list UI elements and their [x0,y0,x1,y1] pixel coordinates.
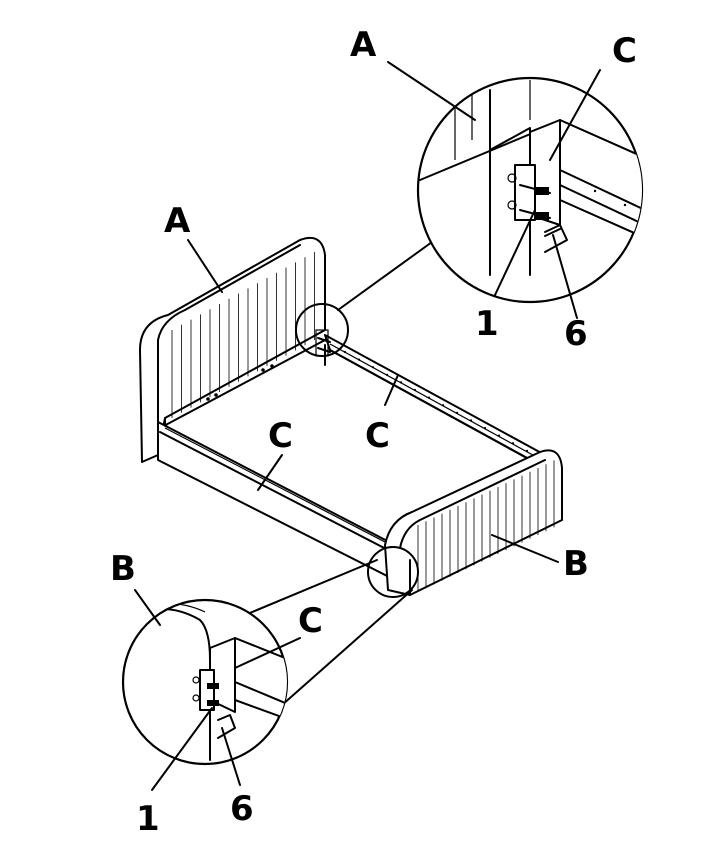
label-footboard: B [563,544,589,584]
label-part-1-top: 1 [475,304,499,344]
label-rail-top-detail: C [612,31,637,71]
label-headboard-detail: A [350,25,377,65]
detail-marker-top [295,303,349,357]
right-rail [324,334,546,469]
label-footboard-detail: B [110,549,136,589]
label-right-rail: C [365,416,390,456]
label-headboard: A [164,201,191,241]
label-part-6-top: 6 [564,314,588,354]
top-detail-view [387,61,644,319]
label-part-1-bottom: 1 [136,799,160,839]
label-left-rail: C [268,416,293,456]
label-rail-bottom-detail: C [298,601,323,641]
footboard [384,449,563,596]
detail-marker-bottom [367,546,419,598]
label-part-6-bottom: 6 [230,789,254,829]
bottom-detail-view [121,589,301,791]
bed-frame [139,236,563,706]
headboard [139,236,326,463]
